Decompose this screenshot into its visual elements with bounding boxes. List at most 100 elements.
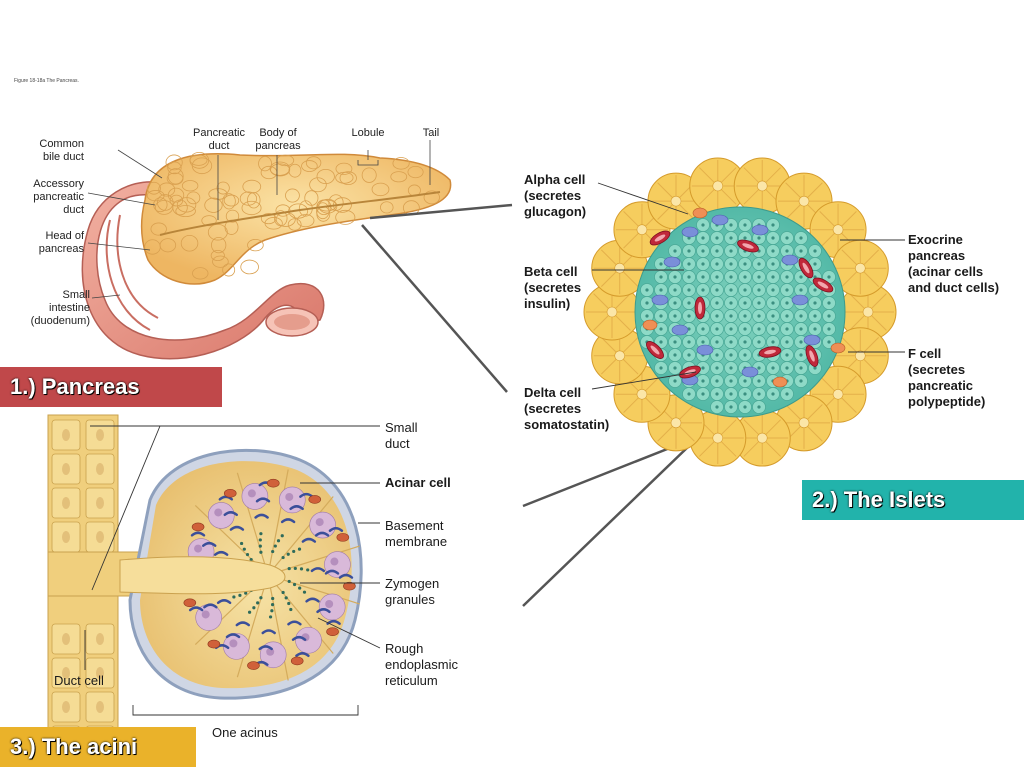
label-f-cell: F cell (secretes pancreatic polypeptide) — [908, 346, 986, 409]
rough-er — [295, 652, 310, 658]
delta-cell — [741, 366, 759, 378]
exocrine-acinus — [583, 283, 641, 341]
rough-er — [254, 513, 269, 519]
rough-er — [218, 495, 234, 501]
delta-cell — [781, 254, 799, 266]
zymogen-granule — [268, 615, 273, 619]
rough-er — [190, 531, 206, 537]
label-zymogen-granules: Zymogen granules — [385, 576, 440, 607]
capillary — [694, 296, 706, 320]
mitochondrion — [191, 522, 205, 532]
delta-cell — [803, 334, 821, 346]
zymogen-granule — [271, 549, 275, 554]
zymogen-granule — [244, 591, 248, 595]
zymogen-granule — [287, 601, 291, 606]
banner-islets: 2.) The Islets — [802, 480, 1024, 520]
zymogen-granule — [287, 566, 291, 571]
delta-cell — [696, 344, 714, 356]
label-alpha-cell: Alpha cell (secretes glucagon) — [524, 172, 587, 219]
rough-er — [201, 541, 217, 547]
label-exocrine-pancreas: Exocrine pancreas (acinar cells and duct… — [908, 232, 1000, 295]
zymogen-granule — [276, 539, 281, 543]
f-cell — [642, 319, 658, 331]
zymogen-granule — [259, 550, 263, 554]
capillary — [649, 230, 671, 246]
zymogen-granule — [281, 555, 285, 560]
acinar-nucleus — [295, 626, 322, 654]
zymogen-granule — [289, 607, 293, 612]
capillary — [737, 239, 759, 253]
label-basement-membrane: Basement membrane — [385, 518, 448, 549]
capillary — [646, 341, 664, 359]
label-rough-er: Rough endoplasmic reticulum — [385, 641, 458, 688]
figure-caption: Figure 18-18a The Pancreas. — [14, 78, 79, 84]
zymogen-granule — [256, 601, 260, 605]
mitochondrion — [308, 495, 322, 504]
delta-cell — [651, 294, 669, 306]
zymogen-granule — [247, 610, 252, 614]
label-body-of-pancreas: Body of pancreas — [255, 127, 301, 152]
mitochondrion — [326, 627, 339, 636]
rough-er — [301, 537, 317, 543]
pancreas-illustration — [81, 140, 452, 360]
zymogen-granule — [297, 547, 302, 551]
rough-er — [213, 550, 229, 556]
label-duct-cell: Duct cell — [54, 673, 104, 688]
rough-er — [287, 620, 302, 626]
zymogen-granule — [273, 544, 277, 548]
capillary — [812, 277, 834, 293]
rough-er — [188, 606, 204, 612]
acinar-nucleus — [259, 641, 287, 669]
mitochondrion — [183, 598, 197, 608]
rough-er — [261, 629, 276, 635]
zymogen-granule — [298, 586, 302, 590]
rough-er — [258, 645, 273, 651]
rough-er — [305, 597, 320, 603]
rough-er — [338, 573, 354, 579]
acinar-nucleus — [207, 502, 235, 529]
rough-er — [225, 633, 241, 639]
zymogen-granule — [239, 541, 244, 546]
mitochondrion — [247, 661, 260, 670]
label-beta-cell: Beta cell (secretes insulin) — [524, 264, 582, 311]
delta-cell — [671, 324, 689, 336]
delta-cell — [751, 224, 769, 236]
mitochondrion — [336, 533, 350, 542]
zoom-connector-lines — [361, 203, 691, 607]
zymogen-granule — [302, 590, 307, 594]
zymogen-granule — [286, 552, 290, 556]
rough-er — [223, 511, 239, 517]
label-head-of-pancreas: Head of pancreas — [38, 230, 84, 255]
rough-er — [203, 603, 218, 609]
capillary — [798, 257, 814, 279]
banner-pancreas: 1.) Pancreas — [0, 367, 222, 407]
f-cell — [830, 342, 846, 354]
delta-cell — [711, 214, 729, 226]
zymogen-granule — [252, 606, 256, 610]
banner-acini: 3.) The acini — [0, 727, 196, 767]
zymogen-granule — [299, 567, 304, 571]
label-pancreatic-duct: Pancreatic duct — [193, 127, 245, 152]
rough-er — [291, 635, 307, 641]
rough-er — [328, 527, 344, 533]
zymogen-granule — [249, 557, 253, 562]
rough-er — [216, 599, 232, 605]
zymogen-granule — [242, 547, 246, 551]
capillary — [805, 345, 819, 367]
f-cell — [772, 376, 788, 388]
zymogen-granule — [270, 602, 275, 607]
zymogen-granule — [280, 534, 284, 538]
zymogen-granule — [284, 596, 288, 600]
zymogen-granule — [270, 609, 274, 613]
acinus-illustration — [47, 414, 381, 757]
mitochondrion — [290, 656, 304, 666]
zymogen-granule — [281, 590, 285, 595]
zymogen-granule — [306, 568, 310, 572]
mitochondrion — [207, 639, 221, 649]
capillary — [758, 346, 782, 358]
label-acinar-cell: Acinar cell — [385, 475, 451, 490]
rough-er — [289, 505, 304, 511]
label-small-intestine: Small intestine (duodenum) — [30, 289, 90, 327]
delta-cell — [663, 256, 681, 268]
